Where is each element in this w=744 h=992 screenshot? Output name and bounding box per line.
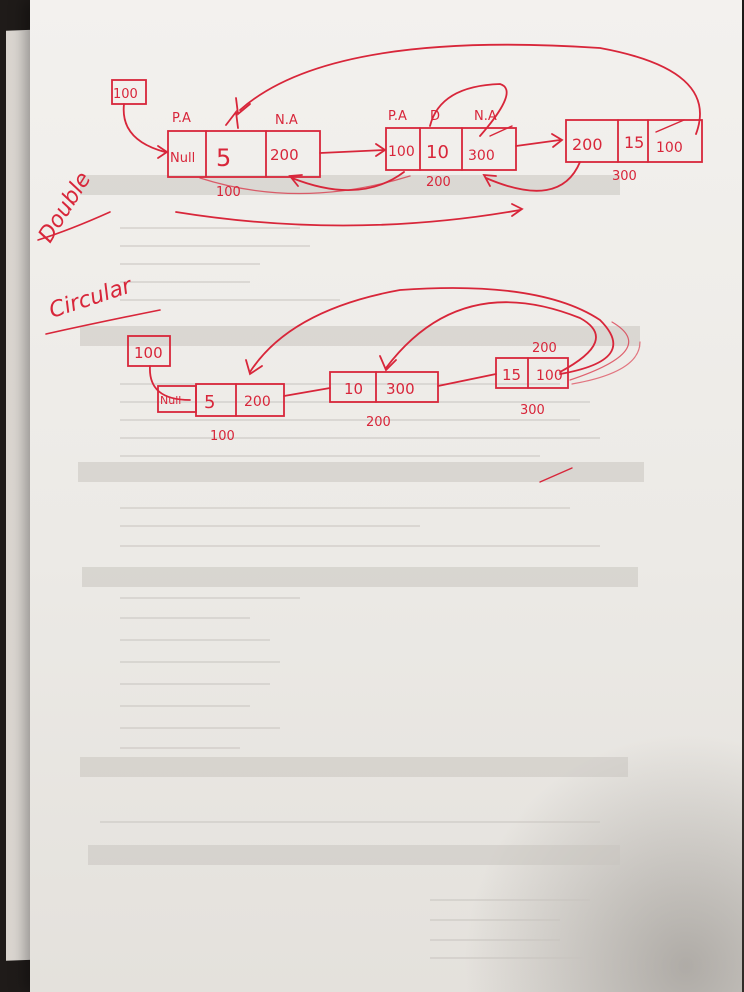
circular-wrap-arrow-2 [385,301,597,373]
double-node-3 [565,119,703,163]
faint-band [78,462,644,482]
circular-head-value: 100 [134,344,163,362]
label-data: D [430,109,440,124]
double-node-3-data: 15 [624,133,644,152]
double-node-1-next: 200 [270,146,299,164]
faint-band [88,845,620,865]
circular-node-2-data: 10 [344,380,363,398]
label-prev-address: P.A [388,109,407,124]
double-prev-arrow-2 [485,161,581,192]
double-node-2-data: 10 [426,142,449,163]
double-node-1 [167,130,321,178]
circular-head-arrow [149,365,191,401]
double-node-3-prev: 200 [572,135,603,154]
circular-section-label: Circular [46,273,137,324]
double-node-2-prev: 100 [388,144,415,160]
circular-node-1-next: 200 [244,394,271,410]
circular-next-arrow-1 [283,387,331,397]
label-next-address: N.A [275,113,298,128]
faint-band [80,757,628,777]
double-inner-arrow [429,83,508,137]
double-node-2-next: 300 [468,148,495,164]
circular-node-3-data: 15 [502,366,521,384]
faint-band [80,326,640,346]
double-head-arrow [122,103,166,153]
double-wrap-arrow [239,43,701,135]
circular-node-2-next: 300 [386,380,415,398]
double-node-3-next: 100 [656,140,683,156]
double-next-arrow-2 [515,139,561,147]
faint-band [82,567,638,587]
double-node-3-address: 300 [612,169,637,184]
circular-node-3-next: 100 [536,368,563,384]
circular-node-3-address: 300 [520,403,545,418]
circular-top-label: 200 [532,341,557,356]
double-head-box [111,79,147,105]
arrowhead [157,145,169,159]
double-head-value: 100 [113,87,138,102]
label-prev-address: P.A [172,111,191,126]
faint-band [80,175,620,195]
circular-node-1-address: 100 [210,429,235,444]
double-section-label: Double [34,168,97,247]
faint-print-lines [100,227,600,959]
circular-node-2 [329,371,439,403]
double-bottom-arrow [175,209,521,227]
circular-head-box [127,335,171,367]
circular-node-1 [195,383,285,417]
double-node-1-prev: Null [170,151,195,166]
double-node-1-address: 100 [216,185,241,200]
circular-wrap-arrow [249,287,615,375]
double-next-arrow-1 [319,149,385,154]
circular-node-1-data: 5 [204,392,215,413]
double-node-2-address: 200 [426,175,451,190]
double-prev-arrow-1 [291,171,405,191]
pointer-mark [225,109,239,129]
label-next-address: N.A [474,109,497,124]
double-node-2 [385,127,517,171]
circular-next-arrow-2 [437,373,497,387]
circular-null-text: Null [160,394,181,407]
circular-node-2-address: 200 [366,415,391,430]
double-node-1-data: 5 [216,144,231,172]
